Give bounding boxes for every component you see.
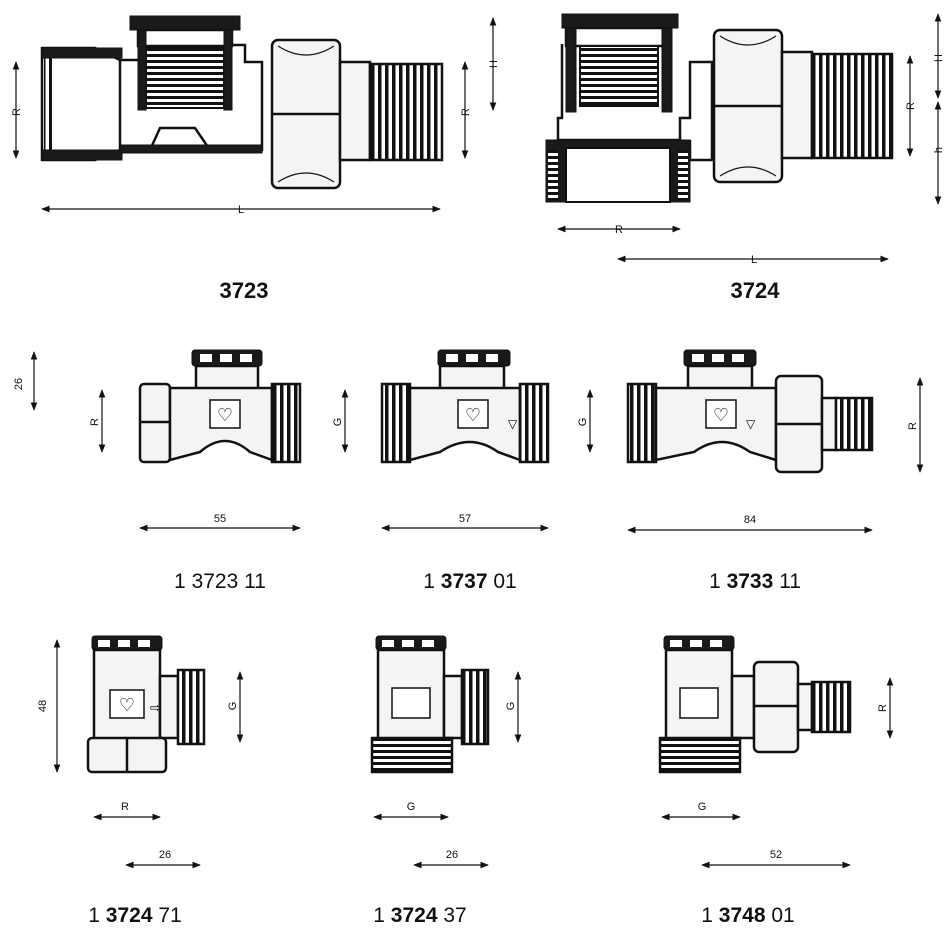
valve-1373311-drawing: ♡ ▽ — [626, 349, 874, 474]
dim-26-bot2: 26 — [446, 849, 458, 861]
dim-L: L — [238, 204, 244, 216]
valve-1372471-drawing: ♡ ⇨ — [86, 635, 206, 774]
dim-R-right: R — [460, 108, 472, 116]
valve-1374801-drawing: ⇨ — [658, 635, 852, 774]
dim-G-bot2: G — [505, 702, 517, 711]
arrow-icon: ▽ — [746, 417, 756, 431]
dim-h-3724: h — [933, 147, 945, 153]
dim-R-bottom-3724: R — [615, 224, 623, 236]
title-1373701: 1 3737 01 — [423, 570, 516, 593]
dim-48: 48 — [37, 700, 49, 712]
dim-57: 57 — [459, 513, 471, 525]
dim-52: 52 — [770, 849, 782, 861]
dim-26-mid: 26 — [13, 378, 25, 390]
valve-3724-drawing — [545, 13, 894, 203]
valve-1372437-drawing: ⇨ — [370, 635, 490, 774]
dim-R-left: R — [11, 108, 23, 116]
dim-H: H — [488, 60, 500, 68]
heart-icon: ♡ — [465, 405, 481, 426]
valve-3723-dimensions: R R H L — [11, 17, 500, 216]
title-3723: 3723 — [220, 278, 269, 303]
heart-icon: ♡ — [119, 695, 135, 716]
dim-26-bot1: 26 — [159, 849, 171, 861]
title-1373311: 1 3733 11 — [709, 570, 801, 593]
title-3724: 3724 — [731, 278, 781, 303]
dim-R-bot3: R — [877, 704, 889, 712]
valve-1372311-drawing: ♡ — [138, 349, 302, 464]
arrow-icon: ⇨ — [150, 701, 161, 716]
title-1372437: 1 3724 37 — [373, 904, 466, 927]
dim-H-3724: H — [933, 54, 945, 62]
mid-left-dimension: 26 — [13, 351, 38, 411]
heart-icon: ♡ — [217, 405, 233, 426]
dim-84: 84 — [744, 514, 756, 526]
dim-R-3724: R — [905, 102, 917, 110]
dim-G-bottom-bot3: G — [698, 801, 707, 813]
dim-G-bot1: G — [227, 702, 239, 711]
valve-3724-dimensions: H R h R L — [557, 13, 945, 266]
title-1372311: 1 3723 11 — [174, 570, 266, 593]
dim-R-mid3: R — [907, 422, 919, 430]
arrow-icon: ▽ — [508, 417, 518, 431]
valve-3723-drawing — [40, 15, 444, 190]
dim-55: 55 — [214, 513, 226, 525]
title-1372471: 1 3724 71 — [88, 904, 181, 927]
heart-icon: ♡ — [713, 405, 729, 426]
title-1374801: 1 3748 01 — [701, 904, 794, 927]
dim-G-bottom-bot2: G — [407, 801, 416, 813]
dim-R-mid1: R — [89, 418, 101, 426]
valve-1373701-drawing: ♡ ▽ — [380, 349, 550, 464]
dim-G-mid3: G — [577, 418, 589, 427]
dim-L-3724: L — [751, 254, 757, 266]
dim-G-mid2: G — [332, 418, 344, 427]
dim-R-bot1: R — [121, 801, 129, 813]
